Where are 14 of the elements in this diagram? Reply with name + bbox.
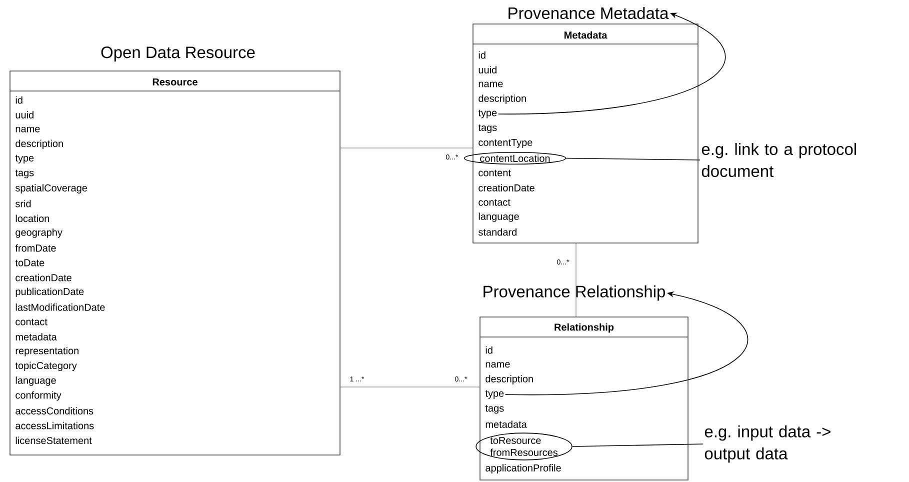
leader-line	[572, 444, 704, 447]
annotation-text: e.g. link to a protocol document	[702, 142, 856, 178]
association-line	[340, 386, 480, 388]
annotation-text: e.g. input data -> output data	[704, 425, 830, 463]
section-heading: Provenance Relationship	[484, 285, 665, 301]
attribute-text: type	[485, 390, 504, 399]
section-heading: Provenance Metadata	[508, 6, 669, 20]
attribute-text: type	[478, 110, 497, 118]
circled-attribute: contentLocation	[464, 152, 566, 165]
curved-arrow	[498, 12, 726, 114]
class-title: Open Data Resource	[101, 46, 255, 62]
class-box: Resource id uuid name description type tags spatialCoverage srid location geography fromDate toDate creationDate publicationDate lastModificationDate contact metadata representation topicCategory language conformity accessConditions accessLimitations licenseStatement	[10, 70, 340, 456]
circled-attribute: toResource fromResources	[476, 432, 572, 460]
leader-line	[566, 158, 700, 160]
